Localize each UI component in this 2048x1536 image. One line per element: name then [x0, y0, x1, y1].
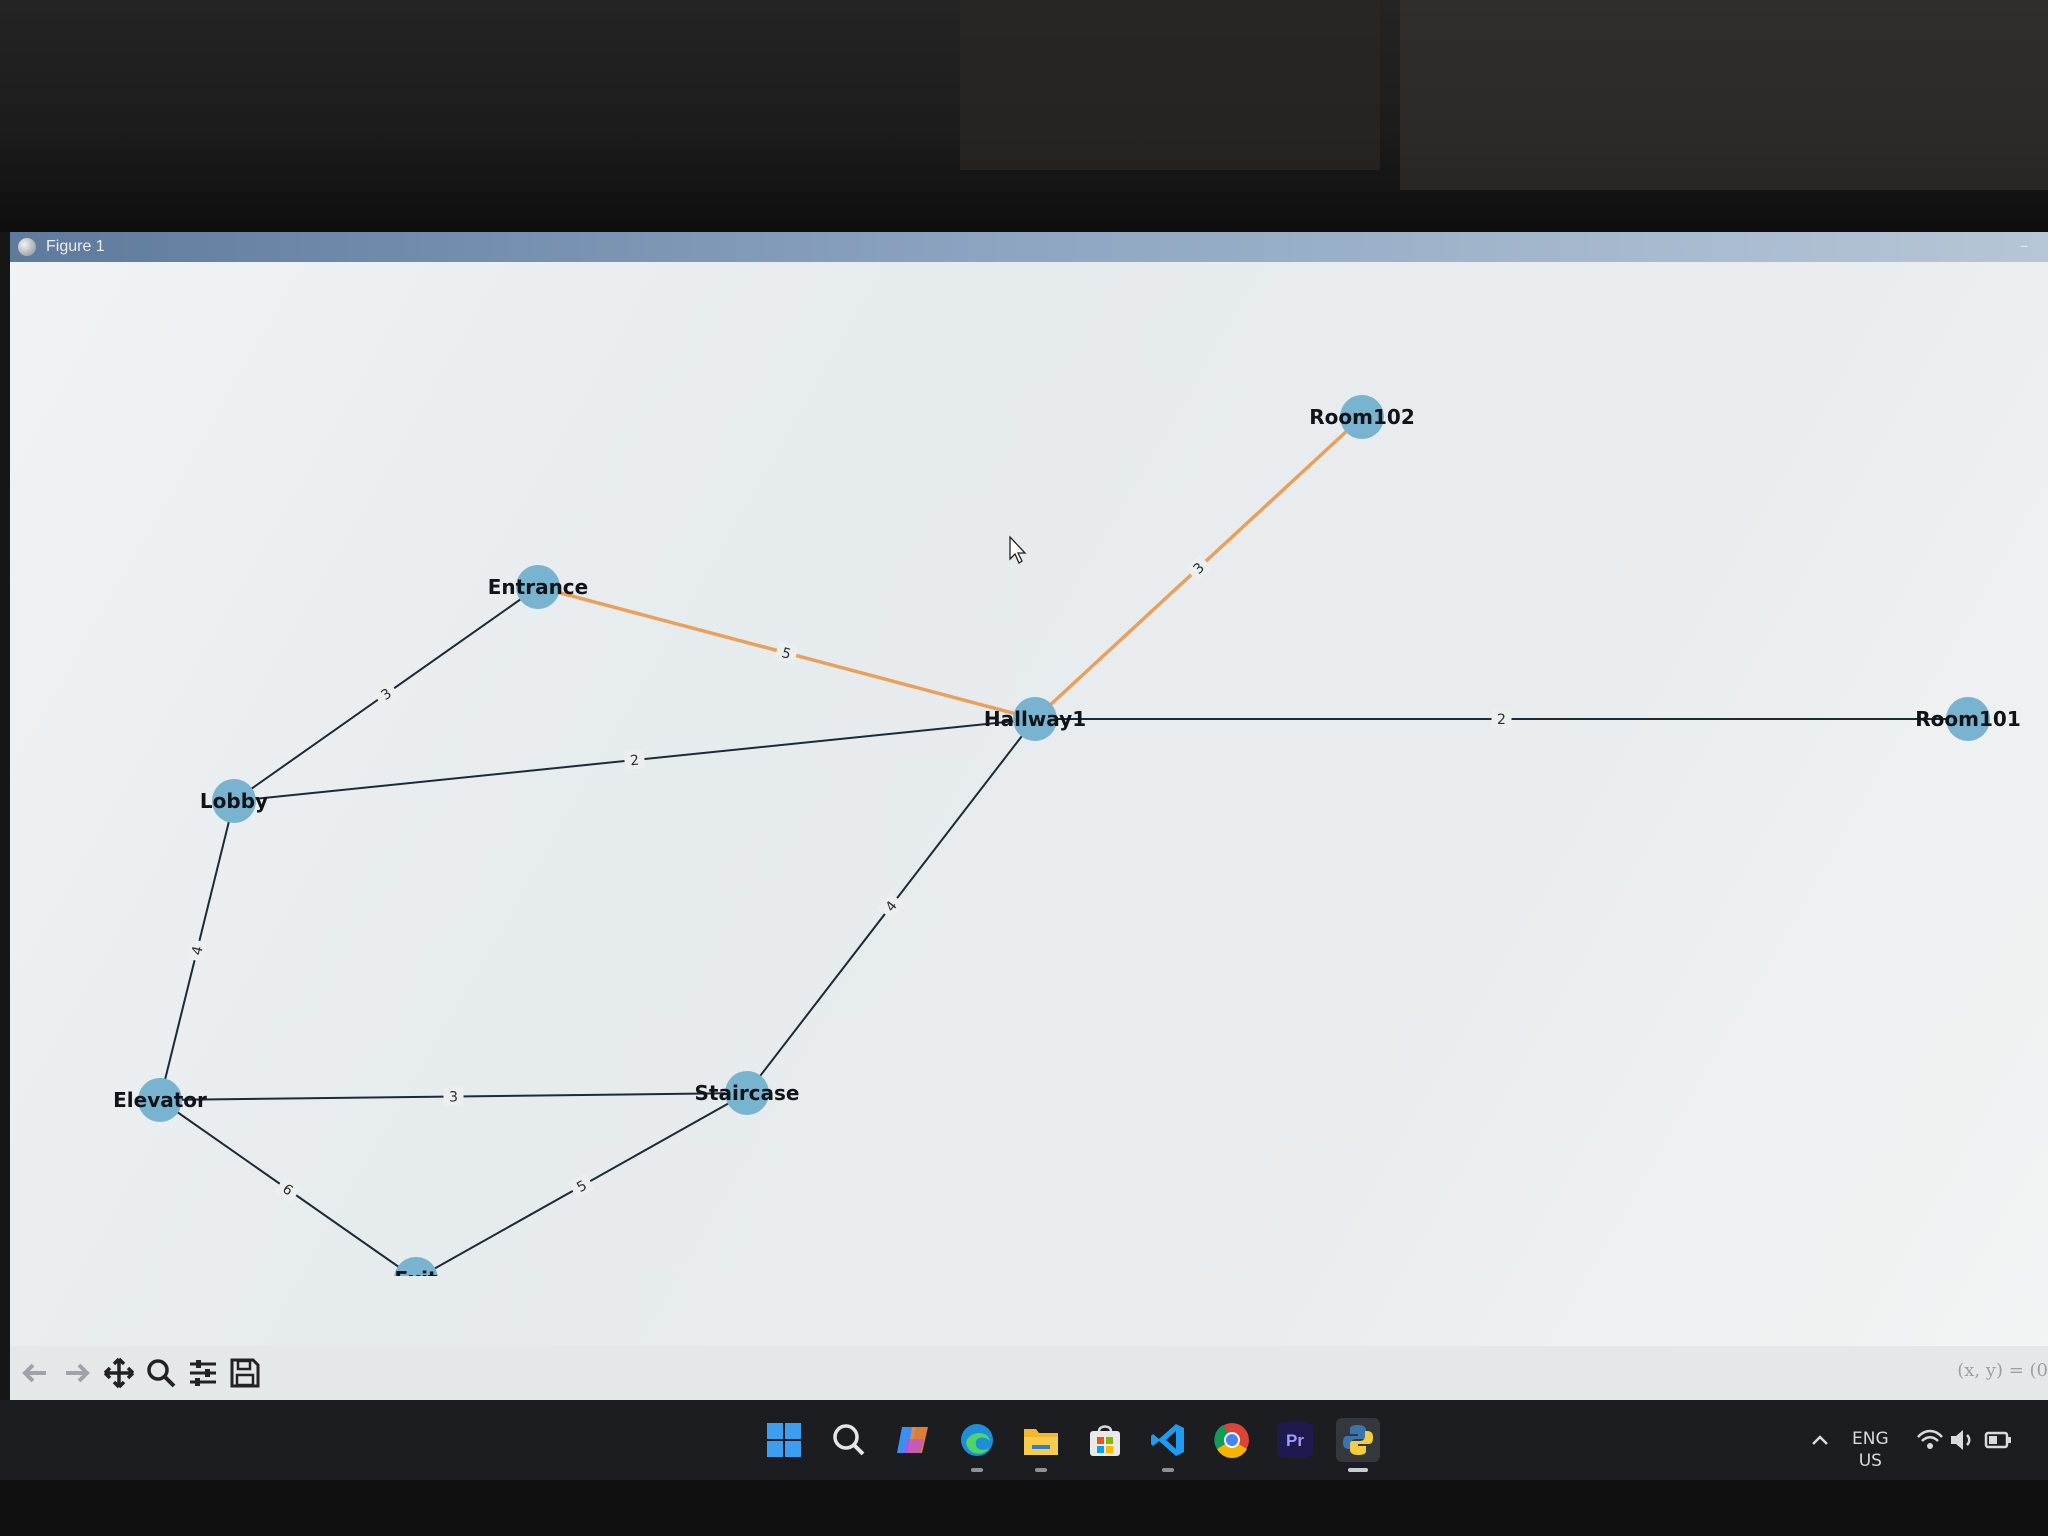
edge-weight-background — [1491, 710, 1512, 728]
edge-weight-text: 3 — [449, 1089, 458, 1105]
node-label-lobby: Lobby — [200, 789, 268, 813]
edge-weight-background — [443, 1087, 464, 1106]
copilot-icon[interactable] — [891, 1418, 935, 1462]
forward-icon[interactable] — [60, 1356, 94, 1390]
monitor-bezel-top — [0, 0, 2048, 232]
back-icon[interactable] — [18, 1356, 52, 1390]
running-indicator — [971, 1468, 983, 1472]
edge-weight-background — [877, 892, 905, 920]
node-lobby — [212, 779, 256, 823]
edge-weight-label: 3 — [443, 1087, 464, 1106]
edge-weight-label: 2 — [1491, 710, 1512, 728]
edge-weight-background — [568, 1173, 595, 1199]
node-label-staircase: Staircase — [695, 1081, 800, 1105]
node-room101 — [1946, 697, 1990, 741]
edge-weight-label: 3 — [1185, 554, 1212, 582]
edge-weight-text: 2 — [629, 753, 640, 770]
region-code: US — [1858, 1451, 1882, 1471]
premiere-icon[interactable]: Pr — [1273, 1418, 1317, 1462]
node-staircase — [725, 1071, 769, 1115]
running-indicator — [1162, 1468, 1174, 1472]
node-label-room101: Room101 — [1915, 707, 2020, 731]
language-code: ENG — [1852, 1429, 1889, 1449]
node-label-elevator: Elevator — [113, 1088, 207, 1112]
node-elevator — [138, 1078, 182, 1122]
active-indicator — [1348, 1468, 1368, 1472]
wifi-icon[interactable] — [1908, 1418, 1952, 1462]
node-label-entrance: Entrance — [488, 575, 588, 599]
background-reflection — [960, 0, 1380, 170]
edge-weight-text: 5 — [780, 645, 793, 663]
python-icon[interactable] — [1336, 1418, 1380, 1472]
windows-start-icon[interactable] — [762, 1418, 806, 1462]
edge-weight-background — [372, 680, 400, 708]
node-exit — [394, 1257, 438, 1276]
title-bar[interactable]: Figure 1 – — [10, 232, 2048, 262]
file-explorer-icon[interactable] — [1019, 1418, 1063, 1472]
zoom-icon[interactable] — [144, 1356, 178, 1390]
window-title: Figure 1 — [46, 238, 105, 255]
edge-icon[interactable] — [955, 1418, 999, 1472]
vscode-icon[interactable] — [1146, 1418, 1190, 1472]
configure-icon[interactable] — [186, 1356, 220, 1390]
edge-weight-background — [274, 1176, 302, 1203]
edge-weight-background — [1185, 554, 1212, 582]
store-icon[interactable] — [1083, 1418, 1127, 1462]
edge-weight-background — [185, 938, 209, 963]
premiere-label: Pr — [1286, 1431, 1304, 1450]
coordinate-readout: (x, y) = (0 — [1957, 1360, 2048, 1381]
node-label-exit: Exit — [395, 1267, 438, 1276]
chevron-up-icon[interactable] — [1798, 1418, 1842, 1462]
edge-weight-background — [623, 750, 646, 770]
edge-weight-label: 3 — [372, 680, 400, 708]
minimize-button[interactable]: – — [2020, 236, 2028, 255]
edge-weight-label: 4 — [877, 892, 905, 920]
volume-icon[interactable] — [1940, 1418, 1984, 1462]
monitor-bezel-bottom — [0, 1480, 2048, 1536]
save-icon[interactable] — [228, 1356, 262, 1390]
edge-weight-text: 4 — [189, 944, 207, 957]
running-indicator — [1035, 1468, 1047, 1472]
search-icon[interactable] — [827, 1418, 871, 1462]
battery-icon[interactable] — [1976, 1418, 2020, 1462]
navigation-toolbar: (x, y) = (0 — [10, 1346, 2048, 1400]
language-indicator[interactable]: ENG US — [1852, 1428, 1889, 1472]
edge-weight-label: 6 — [274, 1176, 302, 1203]
edge-weight-text: 2 — [1497, 712, 1506, 728]
edge-weight-background — [774, 641, 799, 665]
edge-weight-label: 5 — [774, 641, 799, 665]
windows-taskbar: Pr ENG US — [0, 1400, 2048, 1480]
node-hallway1 — [1013, 697, 1057, 741]
node-label-room102: Room102 — [1309, 405, 1414, 429]
background-reflection — [1400, 0, 2048, 190]
node-label-hallway1: Hallway1 — [984, 707, 1086, 731]
node-entrance — [516, 565, 560, 609]
chrome-icon[interactable] — [1210, 1418, 1254, 1462]
edge-weight-label: 5 — [568, 1173, 595, 1199]
edge-weight-label: 2 — [623, 750, 646, 770]
matplotlib-icon — [18, 238, 36, 256]
pan-icon[interactable] — [102, 1356, 136, 1390]
node-room102 — [1340, 395, 1384, 439]
edge-weight-label: 4 — [185, 938, 209, 963]
mouse-cursor-icon — [1009, 535, 1027, 564]
